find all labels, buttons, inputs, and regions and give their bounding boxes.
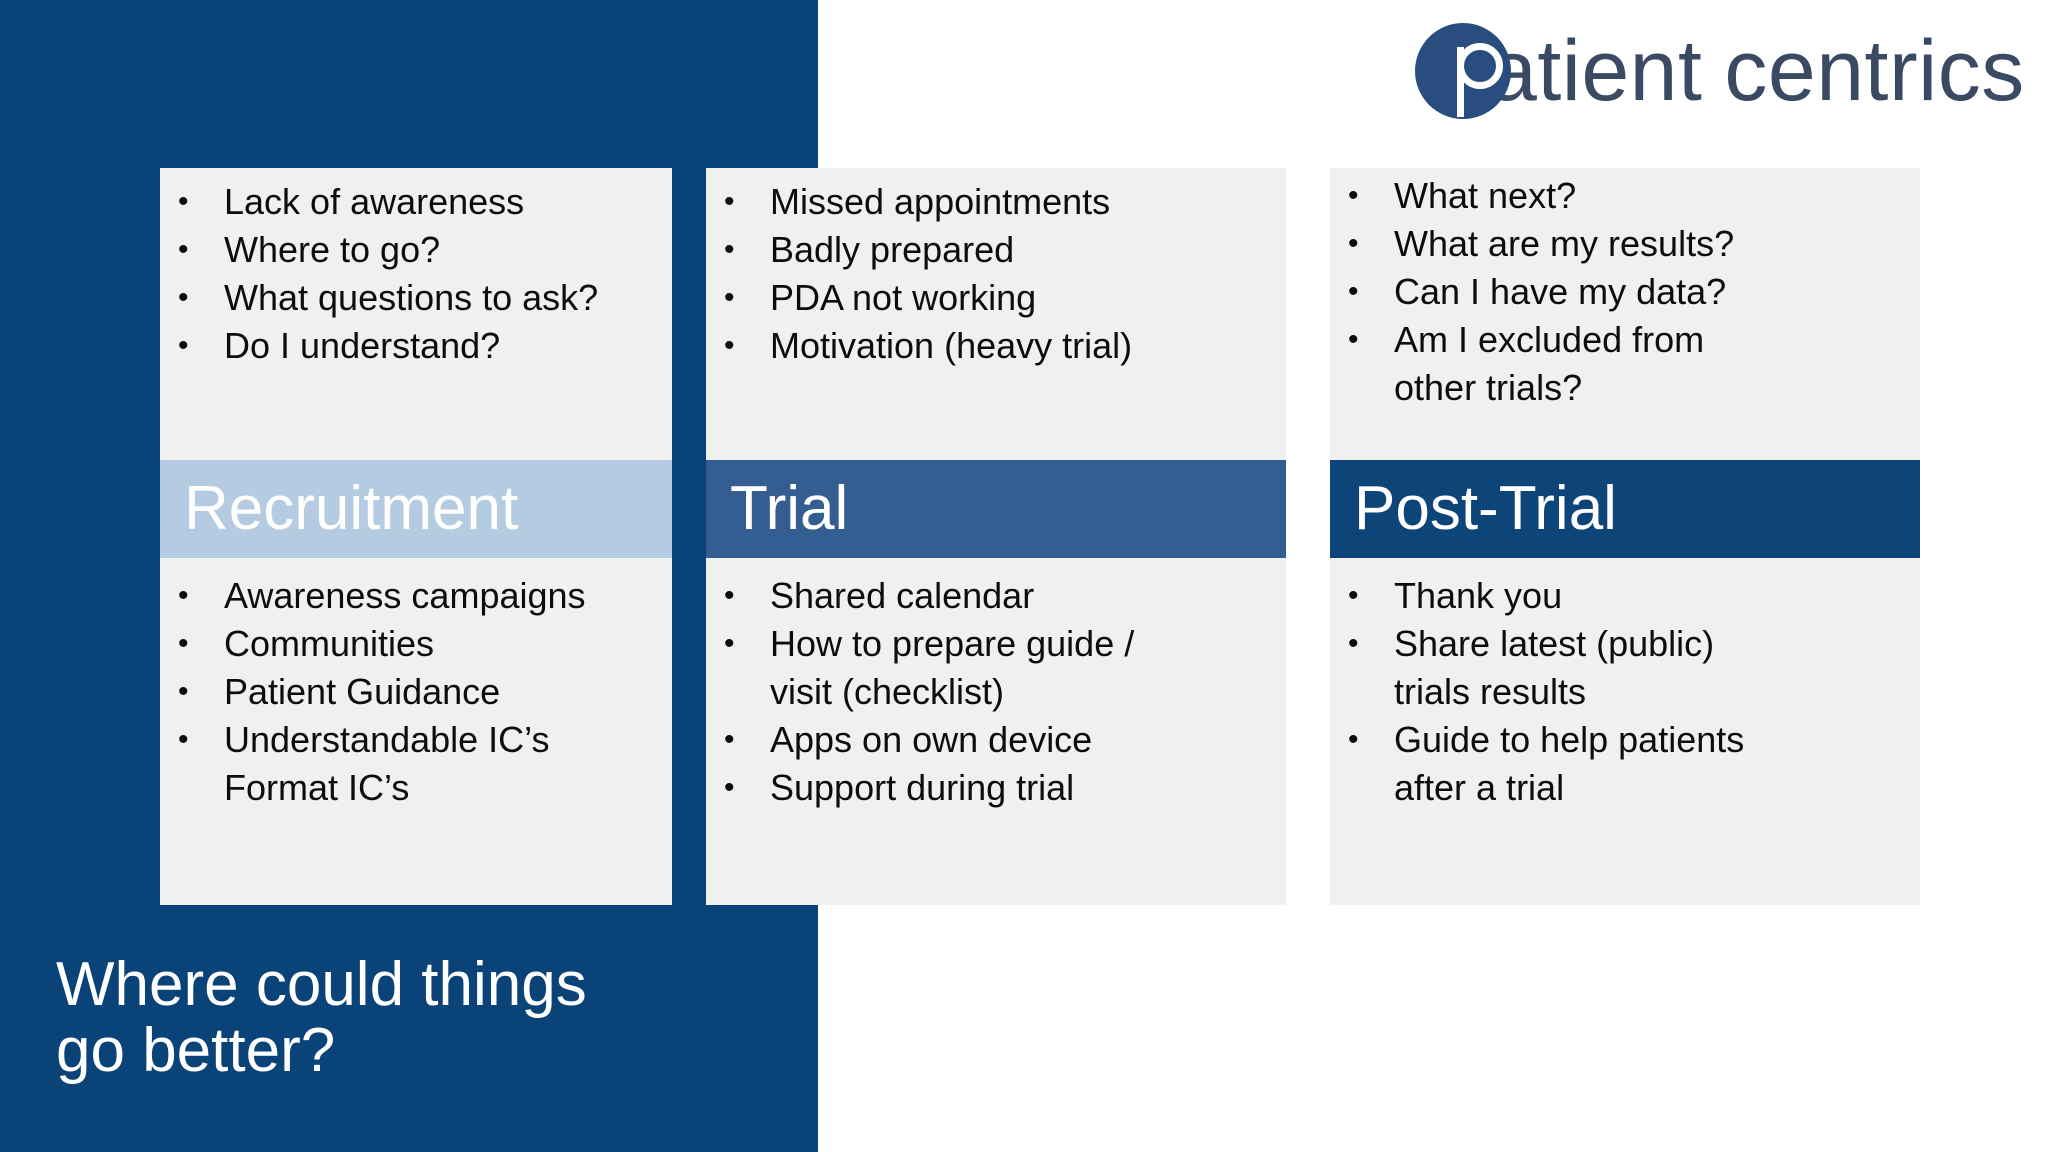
recruitment-stage-band: Recruitment <box>160 460 672 558</box>
trial-stage-label: Trial <box>730 474 849 543</box>
page-title: Where could things go better? <box>56 950 587 1085</box>
list-item: What questions to ask? <box>160 274 672 322</box>
list-item: Patient Guidance <box>160 668 672 716</box>
list-item: Communities <box>160 620 672 668</box>
trial-solutions-list: Shared calendar How to prepare guide / v… <box>706 572 1286 812</box>
list-item: Thank you <box>1330 572 1920 620</box>
list-item: Understandable IC’s Format IC’s <box>160 716 672 812</box>
post-trial-stage-band: Post-Trial <box>1330 460 1920 558</box>
list-item: Missed appointments <box>706 178 1286 226</box>
recruitment-problems-list: Lack of awareness Where to go? What ques… <box>160 178 672 370</box>
list-item: What next? <box>1330 172 1920 220</box>
list-item: Do I understand? <box>160 322 672 370</box>
trial-stage-band: Trial <box>706 460 1286 558</box>
post-trial-problems-list: What next? What are my results? Can I ha… <box>1330 172 1920 412</box>
list-item: PDA not working <box>706 274 1286 322</box>
list-item: What are my results? <box>1330 220 1920 268</box>
list-item: Motivation (heavy trial) <box>706 322 1286 370</box>
list-item: Shared calendar <box>706 572 1286 620</box>
list-item: How to prepare guide / visit (checklist) <box>706 620 1286 716</box>
logo-word-centrics: centrics <box>1724 22 2025 119</box>
logo-p-circle-icon <box>1415 22 1511 119</box>
list-item: Where to go? <box>160 226 672 274</box>
list-item: Apps on own device <box>706 716 1286 764</box>
list-item: Share latest (public) trials results <box>1330 620 1920 716</box>
list-item: Awareness campaigns <box>160 572 672 620</box>
logo-word-patient: atient <box>1489 22 1703 119</box>
recruitment-solutions-list: Awareness campaigns Communities Patient … <box>160 572 672 812</box>
list-item: Badly prepared <box>706 226 1286 274</box>
recruitment-stage-label: Recruitment <box>184 474 519 543</box>
list-item: Lack of awareness <box>160 178 672 226</box>
list-item: Support during trial <box>706 764 1286 812</box>
list-item: Can I have my data? <box>1330 268 1920 316</box>
trial-problems-list: Missed appointments Badly prepared PDA n… <box>706 178 1286 370</box>
list-item: Guide to help patients after a trial <box>1330 716 1920 812</box>
post-trial-stage-label: Post-Trial <box>1354 474 1617 543</box>
list-item: Am I excluded from other trials? <box>1330 316 1920 412</box>
post-trial-solutions-list: Thank you Share latest (public) trials r… <box>1330 572 1920 812</box>
